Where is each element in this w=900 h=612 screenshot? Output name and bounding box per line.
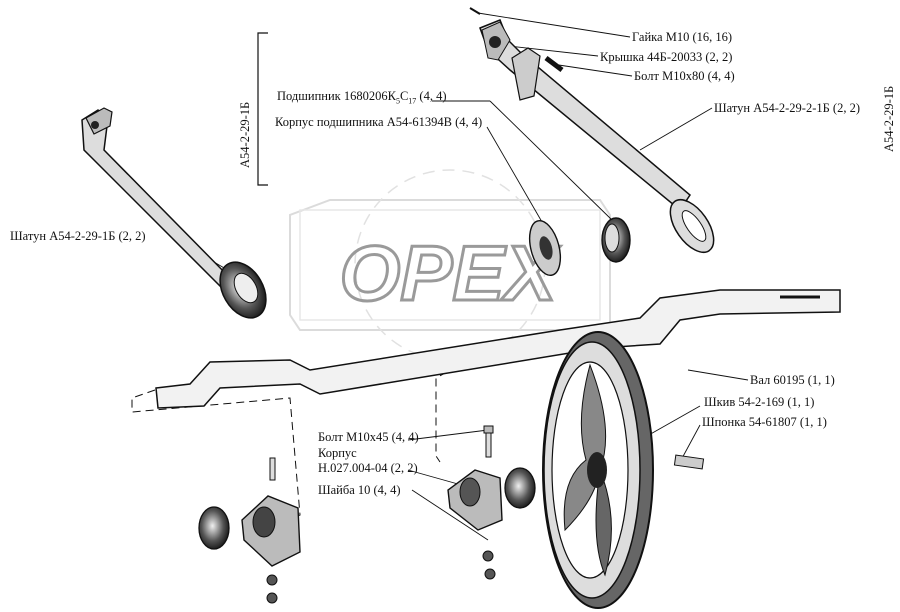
label-key: Шпонка 54-61807 (1, 1)	[702, 415, 827, 429]
label-nut-m10: Гайка М10 (16, 16)	[632, 30, 733, 44]
label-housing-l1: Корпус	[318, 446, 357, 460]
watermark-text: OPEX	[340, 229, 561, 317]
bearing-part	[601, 217, 631, 263]
label-pulley: Шкив 54-2-169 (1, 1)	[704, 395, 815, 409]
group-label-left: А54-2-29-1Б	[238, 101, 252, 168]
group-bracket	[257, 32, 268, 186]
label-bearing: Подшипник 1680206К5С17 (4, 4)	[277, 90, 447, 108]
bearing-mid: С	[399, 89, 409, 103]
label-shaft: Вал 60195 (1, 1)	[750, 373, 835, 387]
connecting-rod-right	[469, 7, 715, 253]
bearing-sub1: 5	[395, 96, 400, 106]
connecting-rod-left	[81, 107, 267, 319]
label-cover: Крышка 44Б-20033 (2, 2)	[600, 50, 733, 64]
bearing-sub2: 17	[408, 96, 417, 106]
bearing-qty: (4, 4)	[416, 89, 447, 103]
group-label-right: А54-2-29-1Б	[882, 85, 896, 152]
label-washer: Шайба 10 (4, 4)	[318, 483, 401, 497]
bolt-m10x45-part	[483, 425, 494, 458]
label-rod-right: Шатун А54-2-29-2-1Б (2, 2)	[714, 101, 861, 115]
bearing-code: Подшипник 1680206К	[277, 89, 396, 103]
bearing-housing-part	[528, 220, 562, 276]
label-bolt-m10x45: Болт М10х45 (4, 4)	[318, 430, 419, 444]
label-bearing-housing: Корпус подшипника А54-61394В (4, 4)	[275, 115, 483, 129]
pillow-block-left	[198, 457, 301, 604]
key-part	[673, 454, 705, 470]
pulley-part	[542, 331, 654, 609]
pillow-block-right	[447, 467, 536, 580]
label-housing-l2: Н.027.004-04 (2, 2)	[318, 461, 418, 475]
label-bolt-m10x80: Болт М10х80 (4, 4)	[634, 69, 735, 83]
label-rod-left: Шатун А54-2-29-1Б (2, 2)	[10, 229, 146, 243]
shaft-part	[155, 289, 841, 409]
